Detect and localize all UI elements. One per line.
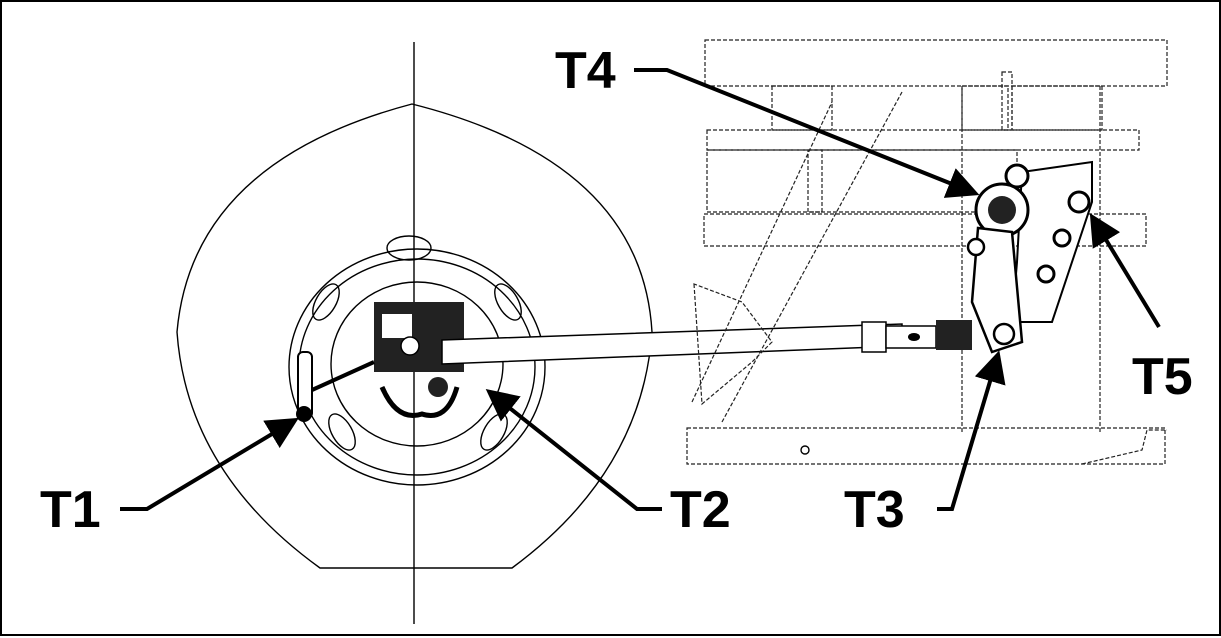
callout-T3: T3 xyxy=(844,481,905,539)
frame-structure xyxy=(686,39,1168,465)
drag-link xyxy=(441,320,972,365)
hub-nut xyxy=(428,377,448,397)
hub-ring xyxy=(330,281,504,447)
leader-T2 xyxy=(485,389,662,511)
rim-hole xyxy=(328,413,356,451)
callout-T2: T2 xyxy=(670,481,731,539)
leader-T3 xyxy=(937,350,1006,511)
brake-cam xyxy=(379,385,460,418)
steering-arm-ball xyxy=(296,406,312,422)
hub-detail xyxy=(382,314,412,338)
tire-outline xyxy=(176,103,653,569)
leader-T1 xyxy=(120,417,299,511)
steering-gear xyxy=(966,160,1093,354)
rim-hole xyxy=(312,283,340,321)
leader-T5 xyxy=(1089,213,1161,329)
steering-arm xyxy=(311,360,375,392)
rim-hole xyxy=(494,283,522,321)
pitman-arm xyxy=(970,226,1024,354)
leader-T4 xyxy=(634,68,980,198)
rim-hole xyxy=(386,235,432,261)
callout-T4: T4 xyxy=(555,42,616,100)
axle-bracket xyxy=(693,283,773,406)
rim-hole xyxy=(480,413,508,451)
hub-bolt xyxy=(400,336,420,356)
callout-leaders xyxy=(120,68,1161,511)
callout-T1: T1 xyxy=(40,481,101,539)
rim-outer xyxy=(288,248,546,486)
wheel-assembly xyxy=(176,103,653,569)
callout-T5: T5 xyxy=(1132,348,1193,406)
